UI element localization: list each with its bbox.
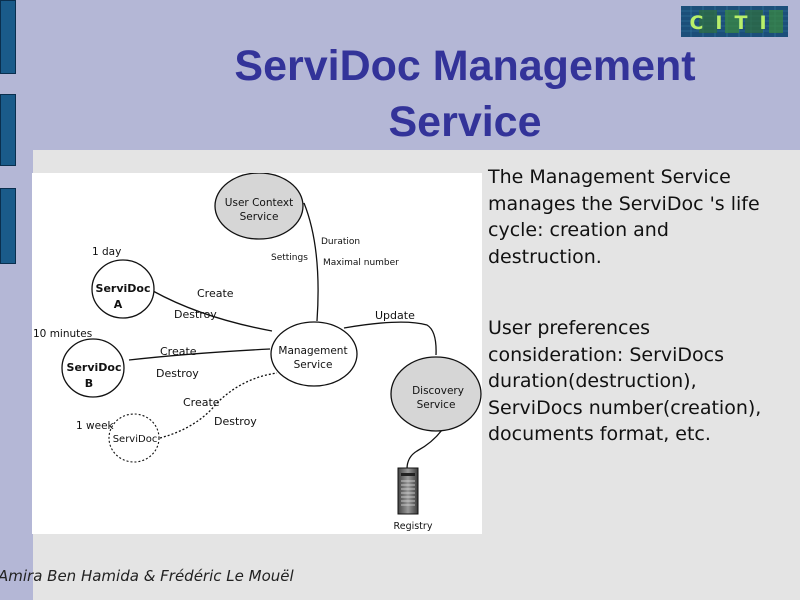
label-settings: Settings [271,253,308,263]
label-servidoc-b-1: ServiDoc [67,361,122,374]
logo-lettering: CITI [689,12,778,34]
architecture-diagram: User Context Service Management Service … [32,173,482,534]
label-management-1: Management [278,345,347,357]
label-duration-b: 10 minutes [33,328,92,340]
edge-servidoc-b-management [128,348,271,361]
label-discovery-2: Service [417,399,456,411]
edge-discovery-registry [406,429,443,470]
label-create-a: Create [197,287,234,300]
label-servidoc-a-2: A [114,298,123,311]
title-line-1: ServiDoc Management [234,42,696,90]
edge-servidoc-c-management [159,372,278,439]
label-user-context-2: Service [240,211,279,223]
edge-user-context-management [303,202,319,322]
label-update: Update [375,309,415,322]
node-servidoc-a [91,259,155,319]
label-destroy-c: Destroy [214,415,257,428]
node-discovery-service [390,356,482,432]
edge-management-discovery [343,321,437,356]
label-maximal-number: Maximal number [323,258,399,268]
node-management-service [270,321,358,387]
label-user-context-1: User Context [225,197,293,209]
bullet-text-2: User preferences consideration: ServiDoc… [488,317,762,445]
label-management-2: Service [294,359,333,371]
label-duration: Duration [321,237,360,247]
label-discovery-1: Discovery [412,385,464,397]
bullet-text-1: The Management Service manages the Servi… [488,166,760,268]
side-tab [0,94,16,166]
title-line-2: Service [388,98,542,146]
label-servidoc-a-1: ServiDoc [96,282,151,295]
label-create-b: Create [160,345,197,358]
label-destroy-b: Destroy [156,367,199,380]
label-duration-a: 1 day [92,246,121,258]
node-servidoc-b [61,338,125,398]
label-destroy-a: Destroy [174,308,217,321]
slide-title: ServiDoc Management Service [140,38,790,150]
label-duration-c: 1 week [76,420,115,432]
side-tab [0,188,16,264]
label-registry: Registry [394,521,433,532]
label-servidoc-c: ServiDoc [113,434,158,445]
side-tab [0,0,16,74]
citi-logo: CITI [681,6,788,37]
registry-server-icon [397,467,419,515]
label-create-c: Create [183,396,220,409]
slide-footer-authors: Amira Ben Hamida & Frédéric Le Mouël [0,567,294,585]
edge-servidoc-a-management [152,290,273,332]
node-servidoc-c [108,413,160,463]
label-servidoc-b-2: B [85,377,93,390]
node-user-context-service [214,173,304,240]
